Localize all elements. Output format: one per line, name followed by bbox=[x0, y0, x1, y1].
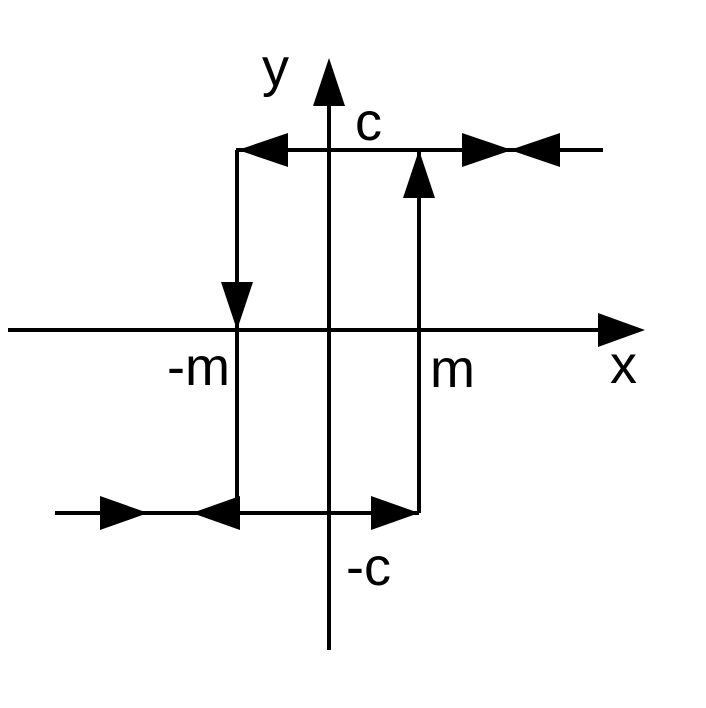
y-axis-arrowhead bbox=[313, 58, 345, 106]
lower-branch-arrow-right-far bbox=[100, 496, 148, 530]
lower-branch-arrow-right-near-m bbox=[371, 496, 419, 530]
bottom-level-label: -c bbox=[346, 537, 391, 597]
x-axis-arrowhead bbox=[598, 313, 645, 347]
lower-branch-arrow-left bbox=[192, 496, 240, 530]
top-level-label: c bbox=[355, 92, 382, 152]
left-threshold-label: -m bbox=[167, 337, 230, 397]
upper-branch-arrow-right bbox=[462, 133, 512, 167]
left-jump-arrow-down bbox=[221, 282, 253, 330]
x-axis-label: x bbox=[610, 335, 637, 395]
y-axis-label: y bbox=[262, 38, 289, 98]
upper-branch-arrow-left-far bbox=[510, 133, 560, 167]
right-threshold-label: m bbox=[430, 339, 475, 399]
right-jump-arrow-up bbox=[403, 150, 435, 198]
upper-branch-arrow-left-near-minus-m bbox=[238, 133, 288, 167]
